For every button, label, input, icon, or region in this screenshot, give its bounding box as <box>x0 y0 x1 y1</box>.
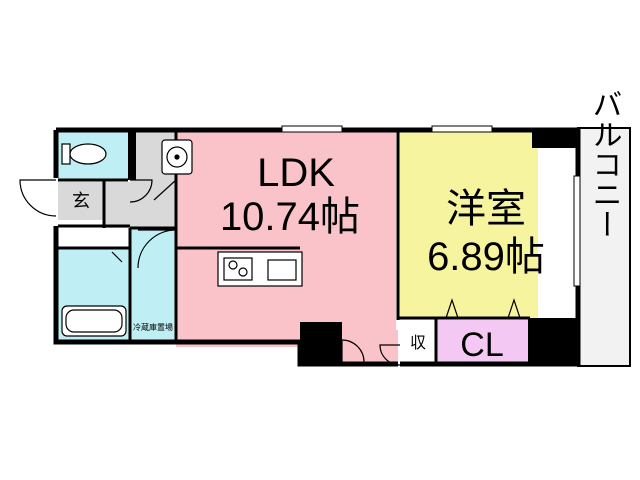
pillar-top-right <box>532 128 578 148</box>
western-room <box>398 132 538 320</box>
washer-space-label: 冷蔵庫置場 <box>133 322 173 332</box>
balcony <box>577 127 631 367</box>
pillar-bottom-left <box>300 322 342 366</box>
entrance-label: 玄 <box>72 191 90 211</box>
pillar-top-mid <box>128 128 136 180</box>
washroom <box>130 228 176 340</box>
balcony-label: バルコニー <box>588 89 621 239</box>
entrance-area <box>58 182 104 220</box>
pillar-bottom-right <box>528 318 578 366</box>
storage-label: 収 <box>410 334 426 352</box>
western-room-name: 洋室 <box>446 187 526 231</box>
closet <box>436 320 528 364</box>
windows <box>281 125 581 287</box>
hall <box>104 182 130 228</box>
door-swings <box>19 179 521 366</box>
washbasin-icon <box>161 139 193 175</box>
toilet-icon <box>61 143 107 165</box>
ldk-room <box>176 132 396 347</box>
ldk-size: 10.74帖 <box>220 195 360 239</box>
ldk-name: LDK <box>257 151 335 195</box>
western-room-size: 6.89帖 <box>427 235 545 279</box>
storage-closet <box>400 320 436 364</box>
kitchen-counter-icon <box>217 251 303 287</box>
bathtub-icon <box>61 305 127 337</box>
closet-label: CL <box>460 326 503 364</box>
